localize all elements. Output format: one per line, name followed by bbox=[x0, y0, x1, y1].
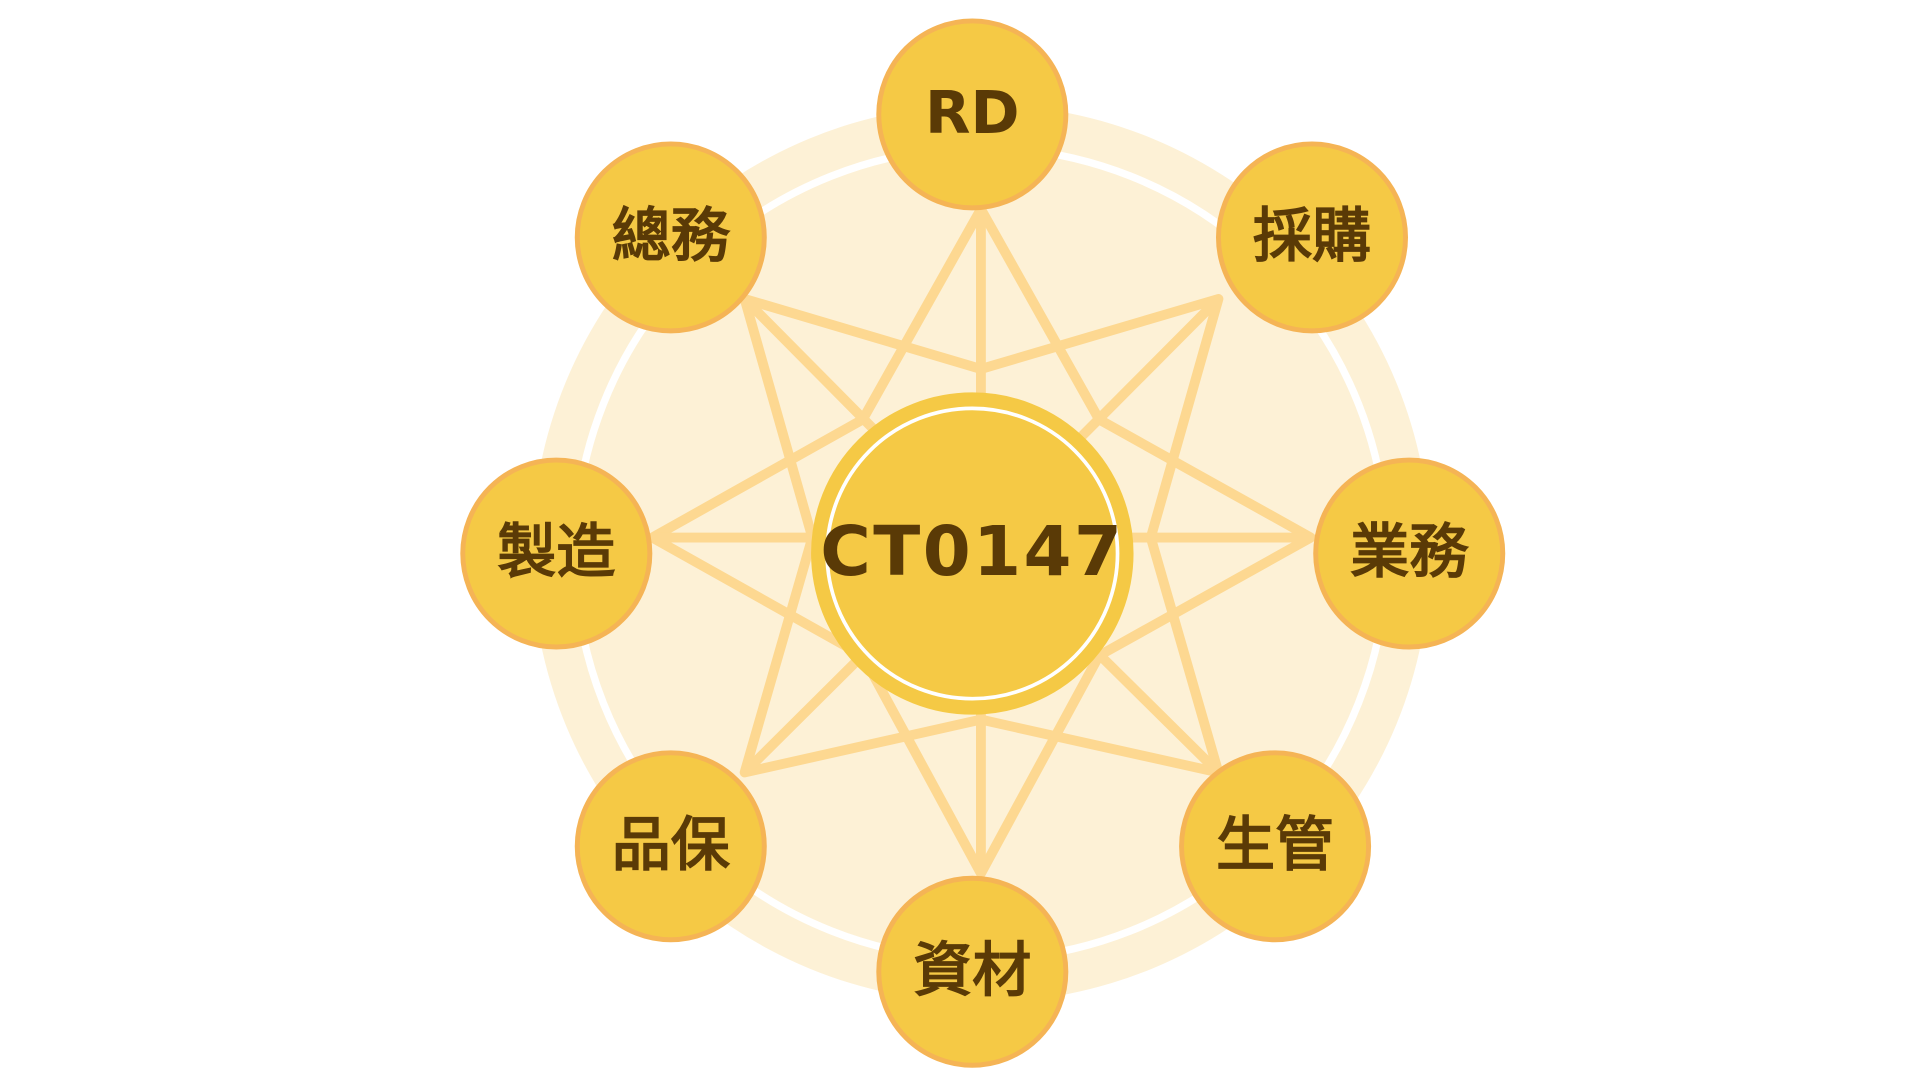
node-circle bbox=[574, 750, 767, 943]
node-materials[interactable]: 資材 bbox=[876, 875, 1069, 1068]
node-label: 資材 bbox=[913, 935, 1031, 1004]
node-label: 業務 bbox=[1350, 517, 1469, 586]
node-label: 採購 bbox=[1253, 201, 1371, 270]
center-node[interactable]: CT0147 bbox=[811, 392, 1134, 715]
node-circle bbox=[876, 875, 1069, 1068]
node-circle bbox=[574, 141, 767, 334]
node-sales[interactable]: 業務 bbox=[1313, 457, 1506, 650]
node-label: 製造 bbox=[497, 517, 615, 586]
center-inner-ring bbox=[825, 406, 1120, 701]
node-circle bbox=[876, 18, 1069, 211]
node-circle bbox=[1313, 457, 1506, 650]
center-label: CT0147 bbox=[820, 512, 1124, 592]
node-manufacturing[interactable]: 製造 bbox=[460, 457, 653, 650]
node-label: RD bbox=[925, 78, 1020, 147]
node-quality-assurance[interactable]: 品保 bbox=[574, 750, 767, 943]
node-rd[interactable]: RD bbox=[876, 18, 1069, 211]
node-label: 生管 bbox=[1216, 810, 1334, 879]
node-circle bbox=[1179, 750, 1372, 943]
node-circle bbox=[460, 457, 653, 650]
node-purchasing[interactable]: 採購 bbox=[1216, 141, 1408, 334]
node-circle bbox=[1216, 141, 1408, 334]
node-production-control[interactable]: 生管 bbox=[1179, 750, 1372, 943]
node-label: 品保 bbox=[612, 810, 731, 879]
node-label: 總務 bbox=[612, 201, 731, 270]
node-general-affairs[interactable]: 總務 bbox=[574, 141, 767, 334]
